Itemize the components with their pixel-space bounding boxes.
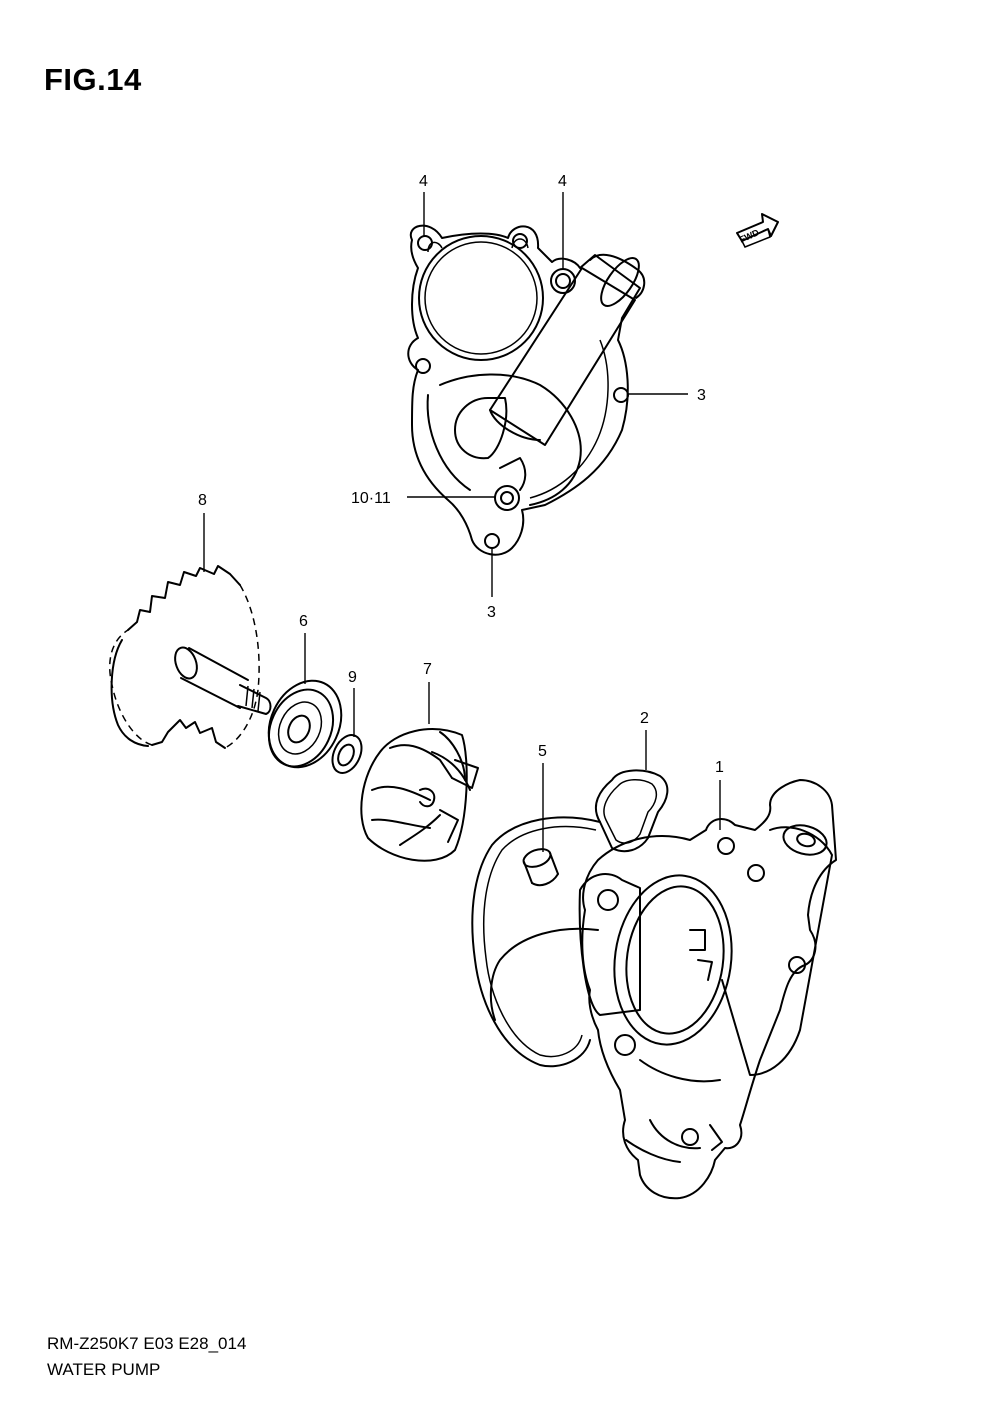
- callout-10-11: 10·11: [351, 490, 391, 507]
- figure-caption: WATER PUMP: [47, 1360, 161, 1379]
- shaft-gear: [109, 565, 272, 749]
- dowel-pin: [522, 848, 559, 887]
- impeller: [360, 728, 479, 862]
- callout-4-left: 4: [419, 173, 428, 190]
- callout-5: 5: [538, 743, 547, 760]
- callout-1: 1: [715, 759, 724, 776]
- bearing: [267, 679, 343, 769]
- pump-cover: [407, 224, 646, 556]
- figure-title: FIG.14: [44, 62, 142, 97]
- model-code: RM-Z250K7 E03 E28_014: [47, 1334, 247, 1353]
- fwd-direction-arrow: FWD: [736, 213, 779, 248]
- callout-9: 9: [348, 669, 357, 686]
- callout-4-right: 4: [558, 173, 567, 190]
- pump-housing: [578, 779, 837, 1200]
- callout-7: 7: [423, 661, 432, 678]
- callout-2: 2: [640, 710, 649, 727]
- figure-footer: RM-Z250K7 E03 E28_014 WATER PUMP: [47, 1331, 246, 1383]
- washer: [331, 734, 363, 774]
- callout-6: 6: [299, 613, 308, 630]
- callout-8: 8: [198, 492, 207, 509]
- leader-lines: [203, 192, 721, 852]
- callout-3-bottom: 3: [487, 604, 496, 621]
- callout-labels: 4 4 3 10·11 3 8 6 9 7 5 2 1: [198, 173, 724, 776]
- callout-3-right: 3: [697, 387, 706, 404]
